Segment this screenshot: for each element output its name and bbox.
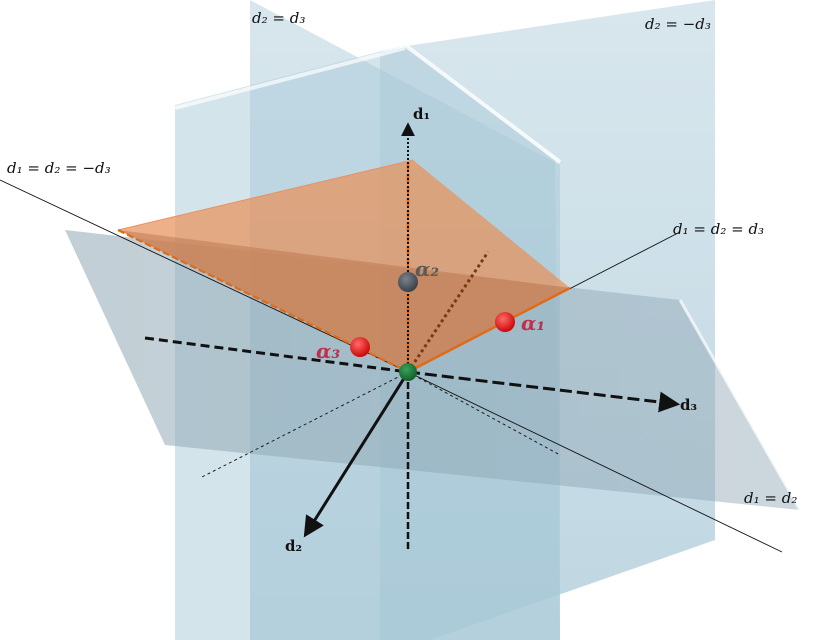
- root-alpha3-point: [350, 337, 370, 357]
- label-d1-eq-d2: d₁ = d₂: [744, 489, 797, 507]
- label-axis-d1: d₁: [413, 105, 430, 123]
- cone-edge-left: [117, 229, 409, 373]
- origin-point: [399, 363, 417, 381]
- cone-face-left: [118, 230, 570, 372]
- plane-edge-highlight-2: [174, 46, 406, 110]
- axis-d3: [407, 370, 681, 413]
- label-alpha3: α₃: [316, 339, 340, 363]
- label-d1-eq-d2-eq-neg-d3: d₁ = d₂ = −d₃: [7, 159, 111, 177]
- weyl-cone: [117, 159, 571, 374]
- roots: [350, 272, 515, 381]
- label-alpha2: α₂: [415, 257, 439, 281]
- cone-edge-brown-dotted: [406, 251, 490, 373]
- root-alpha2-point: [398, 272, 418, 292]
- cone-edge-right: [407, 286, 571, 374]
- planes: [65, 0, 802, 640]
- line-d1-eq-d2-eq-neg-d3: [0, 179, 409, 373]
- label-axis-d3: d₃: [680, 396, 697, 414]
- plane-edge-highlight: [379, 42, 562, 164]
- axes: [144, 122, 681, 550]
- label-alpha1: α₁: [521, 311, 545, 335]
- line-dashed-left-down: [199, 371, 409, 479]
- plane-edge-highlight-3: [678, 299, 802, 511]
- label-axis-d2: d₂: [285, 537, 302, 555]
- label-d2-eq-neg-d3: d₂ = −d₃: [645, 15, 711, 33]
- labels: d₂ = d₃ d₂ = −d₃ d₁ = d₂ = −d₃ d₁ = d₂ =…: [7, 9, 797, 555]
- line-d1-eq-d2: [407, 371, 783, 553]
- cone-face-back: [118, 160, 570, 372]
- line-dashed-right-down: [407, 371, 561, 456]
- axis-d2: [303, 371, 410, 538]
- axis-d3-back: [144, 336, 409, 374]
- plane-d1-eq-d2: [65, 230, 800, 510]
- root-alpha1-point: [495, 312, 515, 332]
- label-d2-eq-d3: d₂ = d₃: [252, 9, 305, 27]
- cone-edge-top-left: [117, 159, 414, 231]
- label-d1-eq-d2-eq-d3: d₁ = d₂ = d₃: [673, 220, 764, 238]
